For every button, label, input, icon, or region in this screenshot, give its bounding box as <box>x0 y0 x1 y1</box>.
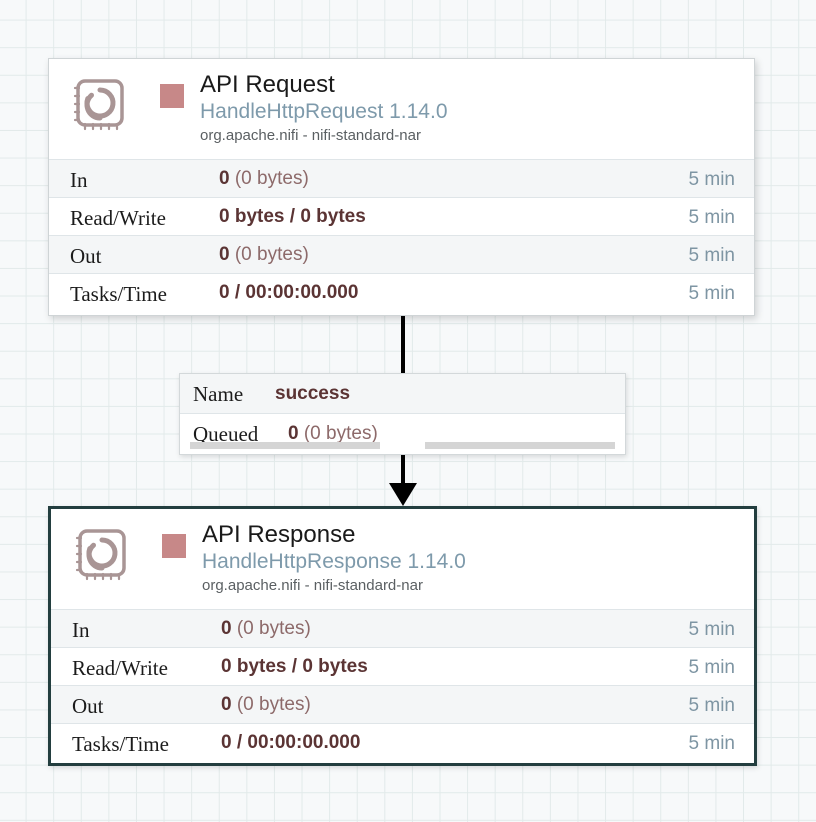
stat-label: Tasks/Time <box>70 282 167 306</box>
processor-bundle: org.apache.nifi - nifi-standard-nar <box>202 577 423 594</box>
processor-type: HandleHttpRequest 1.14.0 <box>200 100 448 123</box>
stat-row: Tasks/Time 0 / 00:00:00.000 5 min <box>49 273 754 311</box>
connection-name-row: Name success <box>180 374 625 414</box>
stat-value-main: 0 bytes / 0 bytes <box>221 656 368 677</box>
processor-header: API Response HandleHttpResponse 1.14.0 o… <box>51 509 754 609</box>
stat-label: Read/Write <box>72 656 168 680</box>
stat-label: In <box>72 618 90 642</box>
processor-chip-icon <box>70 77 130 137</box>
connection-queued-count: 0 <box>288 423 299 444</box>
stat-value: 0 bytes / 0 bytes <box>219 206 366 228</box>
stat-value: 0 (0 bytes) <box>219 244 309 266</box>
processor-bundle: org.apache.nifi - nifi-standard-nar <box>200 127 421 144</box>
connection-name-text: success <box>275 383 351 404</box>
queue-size-bar <box>425 442 615 449</box>
processor-name: API Response <box>202 521 356 548</box>
stat-value: 0 (0 bytes) <box>221 618 311 640</box>
stat-timeframe: 5 min <box>688 207 735 228</box>
stat-timeframe: 5 min <box>688 169 735 190</box>
processor-type: HandleHttpResponse 1.14.0 <box>202 550 466 573</box>
stat-timeframe: 5 min <box>688 695 735 716</box>
processor-chip-icon <box>72 527 132 587</box>
stat-value-main: 0 <box>221 694 232 715</box>
connection-queued-detail: (0 bytes) <box>298 423 378 444</box>
stat-row: Read/Write 0 bytes / 0 bytes 5 min <box>51 647 754 685</box>
stat-value-detail: (0 bytes) <box>229 168 309 189</box>
connection-queued-value: 0 (0 bytes) <box>288 423 378 445</box>
processor-title-group: API Request HandleHttpRequest 1.14.0 org… <box>200 71 746 146</box>
processor-name: API Request <box>200 71 335 98</box>
stat-value-main: 0 bytes / 0 bytes <box>219 206 366 227</box>
stat-value-detail: (0 bytes) <box>231 618 311 639</box>
stat-value: 0 / 00:00:00.000 <box>221 732 360 754</box>
stat-value: 0 bytes / 0 bytes <box>221 656 368 678</box>
stat-label: Out <box>72 694 104 718</box>
stat-value-main: 0 <box>221 618 232 639</box>
connection-name-label: Name <box>193 382 244 406</box>
processor-api-response[interactable]: API Response HandleHttpResponse 1.14.0 o… <box>48 506 757 766</box>
stat-row: In 0 (0 bytes) 5 min <box>49 159 754 197</box>
connection-arrowhead <box>389 483 417 506</box>
stat-value: 0 / 00:00:00.000 <box>219 282 358 304</box>
processor-header: API Request HandleHttpRequest 1.14.0 org… <box>49 59 754 159</box>
queue-object-bar <box>190 442 380 449</box>
stat-label: Tasks/Time <box>72 732 169 756</box>
connection-name-value: success <box>275 383 350 405</box>
stat-timeframe: 5 min <box>688 657 735 678</box>
connection-label-box[interactable]: Name success Queued 0 (0 bytes) <box>179 373 626 455</box>
stat-timeframe: 5 min <box>688 283 735 304</box>
stat-value: 0 (0 bytes) <box>221 694 311 716</box>
run-status-indicator-stopped[interactable] <box>162 534 186 558</box>
stat-label: Read/Write <box>70 206 166 230</box>
run-status-indicator-stopped[interactable] <box>160 84 184 108</box>
processor-title-group: API Response HandleHttpResponse 1.14.0 o… <box>202 521 746 596</box>
stat-label: Out <box>70 244 102 268</box>
stat-label: In <box>70 168 88 192</box>
processor-api-request[interactable]: API Request HandleHttpRequest 1.14.0 org… <box>48 58 755 316</box>
stat-timeframe: 5 min <box>688 619 735 640</box>
stat-row: Tasks/Time 0 / 00:00:00.000 5 min <box>51 723 754 761</box>
stat-row: In 0 (0 bytes) 5 min <box>51 609 754 647</box>
stat-row: Out 0 (0 bytes) 5 min <box>49 235 754 273</box>
connection-queued-row: Queued 0 (0 bytes) <box>180 414 625 454</box>
stat-value-detail: (0 bytes) <box>231 694 311 715</box>
stat-row: Read/Write 0 bytes / 0 bytes 5 min <box>49 197 754 235</box>
stat-value-main: 0 <box>219 244 230 265</box>
stat-value-main: 0 / 00:00:00.000 <box>219 282 359 303</box>
stat-timeframe: 5 min <box>688 733 735 754</box>
stat-value-detail: (0 bytes) <box>229 244 309 265</box>
stat-row: Out 0 (0 bytes) 5 min <box>51 685 754 723</box>
stat-value: 0 (0 bytes) <box>219 168 309 190</box>
stat-value-main: 0 / 00:00:00.000 <box>221 732 361 753</box>
stat-timeframe: 5 min <box>688 245 735 266</box>
stat-value-main: 0 <box>219 168 230 189</box>
